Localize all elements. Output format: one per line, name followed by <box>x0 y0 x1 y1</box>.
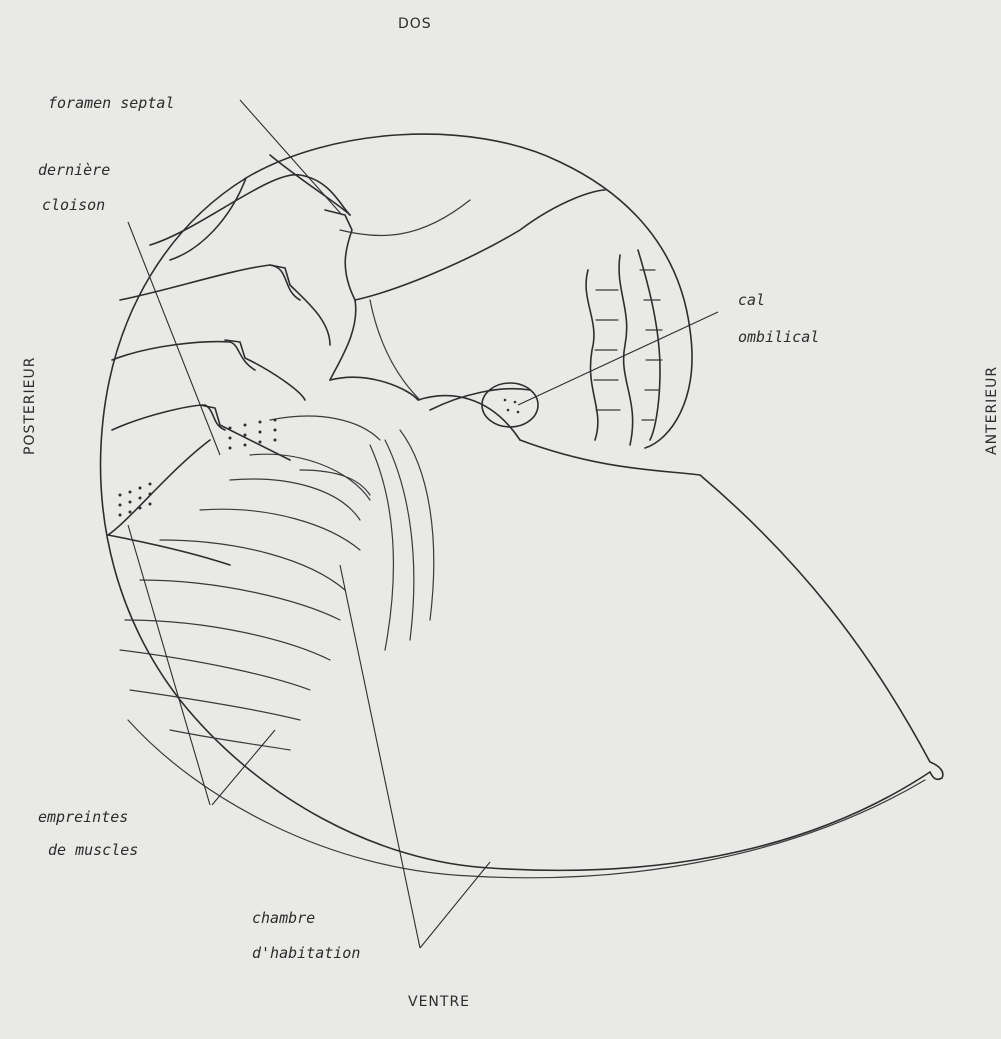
umbilical-ridge <box>430 250 662 445</box>
shell-outline <box>101 134 943 878</box>
label-ombilical: ombilical <box>738 328 819 346</box>
label-empreintes: empreintes <box>38 808 128 826</box>
chambers <box>108 155 605 535</box>
label-anterieur: ANTERIEUR <box>984 366 1000 455</box>
label-chambre: chambre <box>252 909 315 927</box>
label-cloison: cloison <box>42 196 105 214</box>
label-derniere: dernière <box>38 161 110 179</box>
label-dos: DOS <box>398 16 432 32</box>
label-de-muscles: de muscles <box>48 841 138 859</box>
label-cal: cal <box>738 291 765 309</box>
label-habitation: d'habitation <box>252 944 360 962</box>
label-ventre: VENTRE <box>408 994 470 1010</box>
body-chamber-lines <box>120 416 434 750</box>
label-posterieur: POSTERIEUR <box>22 357 38 455</box>
label-foramen-septal: foramen septal <box>48 94 174 112</box>
